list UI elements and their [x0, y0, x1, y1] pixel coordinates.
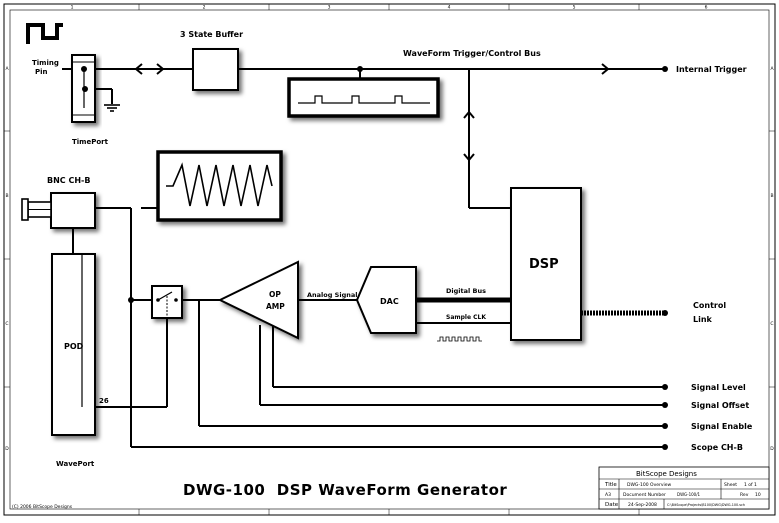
- amp-label: AMP: [266, 302, 285, 311]
- dac: [355, 266, 417, 334]
- enable-switch: [151, 285, 183, 319]
- bnc-connector: [21, 192, 96, 229]
- dsp-label: DSP: [529, 257, 559, 272]
- border-row-b-right: B: [770, 193, 773, 199]
- op-label: OP: [269, 290, 281, 299]
- three-state-buffer: [192, 48, 239, 91]
- signal-level-label: Signal Level: [691, 383, 746, 392]
- tb-date-value: 24-Sep-2008: [628, 502, 657, 508]
- bus-label: WaveForm Trigger/Control Bus: [403, 49, 541, 58]
- title-block: BitScope Designs Title DWG-100 Overview …: [598, 466, 770, 510]
- dac-label: DAC: [380, 297, 399, 306]
- digital-bus-label: Digital Bus: [446, 287, 486, 295]
- tb-sheet-label: Sheet: [724, 482, 737, 488]
- border-col-2: 2: [203, 5, 206, 11]
- diagram-title: DWG-100 DSP WaveForm Generator: [183, 481, 507, 499]
- border-row-a: A: [5, 66, 9, 72]
- pod-connector: [51, 253, 96, 436]
- tb-rev-value: 10: [755, 492, 761, 498]
- border-row-a-right: A: [770, 66, 774, 72]
- sheet-border: 1 2 3 4 5 6 A B C D A B C D: [3, 3, 776, 516]
- buffer-label: 3 State Buffer: [180, 30, 243, 39]
- border-row-c-right: C: [770, 321, 773, 327]
- tb-sheet-value: 1 of 1: [744, 482, 757, 488]
- tb-docnum-value: DWG-100/1: [677, 492, 701, 497]
- tb-rev-label: Rev: [740, 492, 749, 498]
- ground-icon: [104, 104, 120, 112]
- sample-clk-waveform-icon: [437, 336, 482, 342]
- waveform-display: [156, 150, 283, 222]
- border-row-b: B: [5, 193, 8, 199]
- bnc-label: BNC CH-B: [47, 176, 90, 185]
- timing-pin-label-2: Pin: [35, 68, 48, 76]
- internal-trigger-label: Internal Trigger: [676, 65, 747, 74]
- border-col-3: 3: [328, 5, 331, 11]
- scope-chb-label: Scope CH-B: [691, 443, 743, 452]
- tb-title-label: Title: [604, 482, 617, 488]
- control-label: Control: [693, 301, 726, 310]
- tb-size-value: A3: [605, 492, 611, 498]
- tb-title-value: DWG-100 Overview: [627, 482, 672, 488]
- tb-date-label: Date: [605, 502, 619, 508]
- border-col-4: 4: [448, 5, 451, 11]
- border-row-c: C: [5, 321, 8, 327]
- copyright-text: (C) 2006 BitScope Designs: [12, 504, 73, 510]
- waveport-label: WavePort: [56, 460, 95, 468]
- tb-company: BitScope Designs: [636, 470, 697, 478]
- border-row-d-right: D: [770, 446, 774, 452]
- pod-pin-label: 26: [99, 397, 109, 405]
- op-amp: [217, 260, 299, 340]
- border-row-d: D: [5, 446, 9, 452]
- pod-label: POD: [64, 342, 84, 351]
- timeport-connector: [71, 54, 96, 123]
- bus-arrows: [134, 63, 610, 162]
- border-col-1: 1: [71, 5, 74, 11]
- tb-file-value: C:\BitScope\Projects\B100\DWG\DWG-100.sc…: [667, 503, 745, 507]
- square-wave-logo-icon: [26, 23, 63, 44]
- trigger-pulse-display: [287, 77, 440, 118]
- tb-docnum-label: Document Number: [623, 492, 666, 498]
- sample-clk-label: Sample CLK: [446, 314, 486, 321]
- wires: [62, 68, 665, 448]
- link-label: Link: [693, 315, 713, 324]
- timeport-label: TimePort: [72, 138, 109, 146]
- border-col-6: 6: [705, 5, 708, 11]
- border-col-5: 5: [573, 5, 576, 11]
- timing-pin-label-1: Timing: [32, 59, 59, 67]
- analog-signal-label: Analog Signal: [307, 291, 357, 299]
- signal-offset-label: Signal Offset: [691, 401, 749, 410]
- dsp-block: [510, 187, 582, 341]
- signal-enable-label: Signal Enable: [691, 422, 753, 431]
